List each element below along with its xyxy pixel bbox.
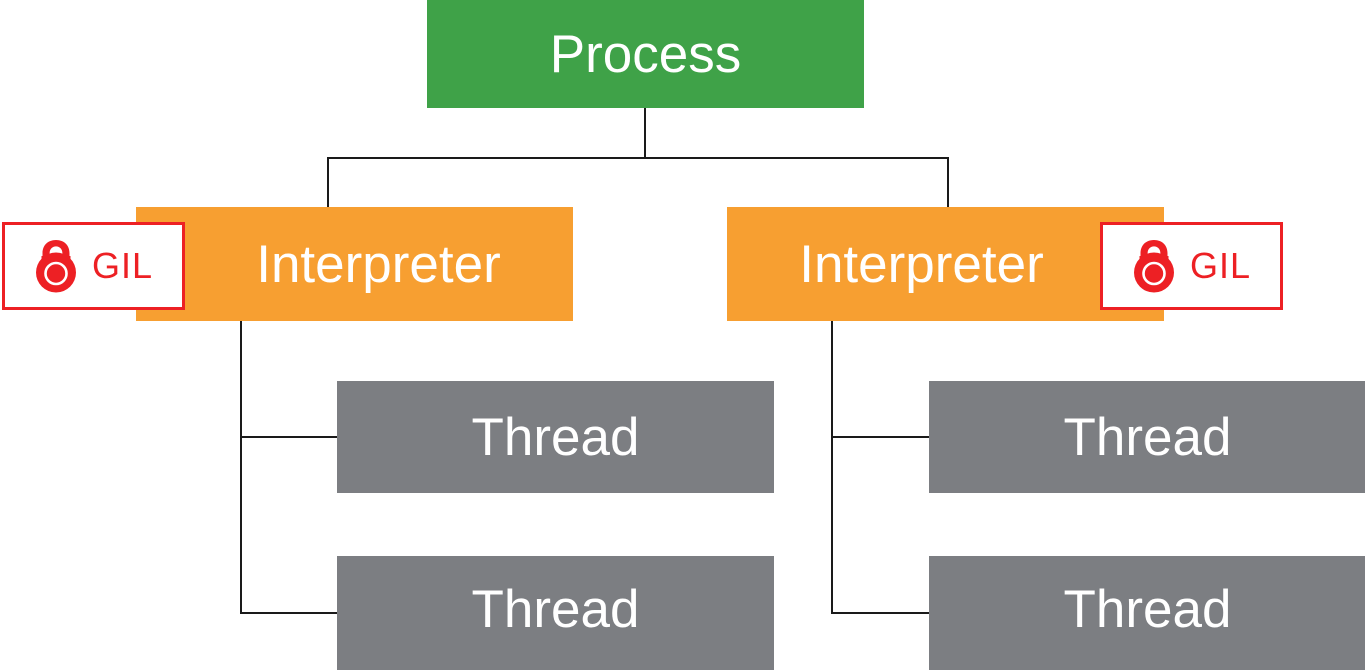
- connector-process-trunk: [644, 108, 646, 159]
- connector-interpreter-right-spine: [831, 321, 833, 614]
- node-interpreter-right-label: Interpreter: [799, 234, 1044, 294]
- gil-badge-right[interactable]: GIL: [1100, 222, 1283, 310]
- connector-thread-left-top: [240, 436, 339, 438]
- gil-badge-right-label: GIL: [1189, 245, 1252, 286]
- connector-to-interpreter-right: [947, 157, 949, 209]
- node-thread-left-bottom[interactable]: Thread: [337, 556, 774, 670]
- node-interpreter-left[interactable]: Interpreter: [136, 207, 573, 321]
- node-thread-right-top-label: Thread: [1063, 407, 1232, 467]
- padlock-icon: [1132, 238, 1176, 294]
- gil-badge-left[interactable]: GIL: [2, 222, 185, 310]
- connector-to-interpreter-left: [327, 157, 329, 209]
- node-thread-left-bottom-label: Thread: [471, 579, 640, 639]
- node-interpreter-left-label: Interpreter: [256, 234, 501, 294]
- node-thread-right-bottom[interactable]: Thread: [929, 556, 1365, 670]
- connector-thread-right-bottom: [831, 612, 931, 614]
- node-thread-left-top-label: Thread: [471, 407, 640, 467]
- connector-process-bus: [327, 157, 949, 159]
- node-thread-right-top[interactable]: Thread: [929, 381, 1365, 493]
- node-process-label: Process: [549, 24, 742, 84]
- node-thread-right-bottom-label: Thread: [1063, 579, 1232, 639]
- connector-thread-right-top: [831, 436, 931, 438]
- node-process[interactable]: Process: [427, 0, 864, 108]
- node-interpreter-right[interactable]: Interpreter: [727, 207, 1164, 321]
- connector-thread-left-bottom: [240, 612, 339, 614]
- node-thread-left-top[interactable]: Thread: [337, 381, 774, 493]
- connector-interpreter-left-spine: [240, 321, 242, 614]
- gil-badge-left-label: GIL: [91, 245, 154, 286]
- padlock-icon: [34, 238, 78, 294]
